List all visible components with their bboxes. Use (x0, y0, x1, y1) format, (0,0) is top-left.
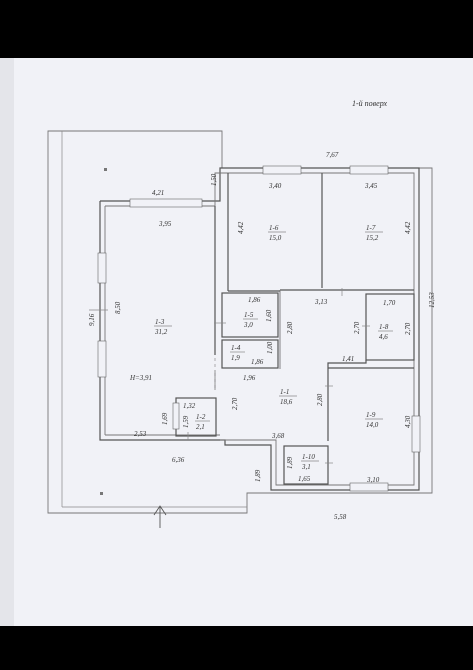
room-1-3-area: 31,2 (154, 328, 168, 336)
room-1-6-area: 15,0 (269, 234, 282, 242)
dim-side-total-left: 9,16 (88, 313, 96, 326)
dim-room5-width: 1,86 (248, 296, 261, 304)
dim-room1-notch: 1,96 (243, 374, 256, 382)
dim-room2-width: 1,32 (183, 402, 196, 410)
room-1-9-area: 14,0 (366, 421, 379, 429)
dim-room1-mid: 2,70 (353, 321, 361, 334)
room-1-8-id: 1-8 (379, 323, 389, 331)
room-1-7-id: 1-7 (366, 224, 376, 232)
window (411, 415, 421, 453)
dim-room7-depth: 4,42 (404, 221, 412, 234)
house-inner-outline (105, 172, 415, 486)
dim-room3-depth: 8,50 (114, 301, 122, 314)
room-1-3-height: H=3,91 (129, 374, 152, 382)
dim-room10-depth: 1,89 (286, 456, 294, 469)
dim-bottom-porch-depth: 1,89 (254, 469, 262, 482)
dim-room3-width: 3,95 (158, 220, 172, 228)
room-1-1-area: 18,6 (280, 398, 293, 406)
dim-side-total-right: 12,53 (428, 292, 436, 308)
entrance-arrowhead (153, 505, 167, 516)
dim-room3-step: 1,69 (161, 412, 169, 425)
dim-room1-right: 2,80 (316, 393, 324, 406)
dim-top-total: 7,67 (326, 151, 339, 159)
dim-bottom-porch: 6,36 (172, 456, 185, 464)
dim-room7-width: 3,45 (364, 182, 378, 190)
room-1-9-id: 1-9 (366, 411, 376, 419)
room-1-2-id: 1-2 (196, 413, 206, 421)
room-1-5-area: 3,0 (243, 321, 253, 329)
dim-room1-upper-depth: 2,80 (286, 321, 294, 334)
room-1-8-area: 4,6 (379, 333, 388, 341)
window (349, 482, 389, 492)
dim-porch-depth: 1,50 (210, 173, 218, 186)
dim-room9-depth: 4,30 (404, 415, 412, 428)
dim-porch-width: 4,21 (152, 189, 164, 197)
room-1-4-id: 1-4 (231, 344, 241, 352)
room-1-7-area: 15,2 (366, 234, 379, 242)
dim-bottom-total: 5,58 (334, 513, 347, 521)
dim-room9-width: 3,10 (366, 476, 380, 484)
room-1-4-area: 1,9 (231, 354, 240, 362)
column-mark (104, 168, 107, 171)
dim-room4-width: 1,86 (251, 358, 264, 366)
window (172, 402, 180, 430)
window (97, 252, 107, 284)
window (349, 165, 389, 175)
terrace-outline (47, 130, 433, 514)
dim-room5-depth: 1,60 (265, 309, 273, 322)
wall-1-9 (327, 360, 367, 441)
floor-title: 1-й поверх (352, 99, 388, 108)
dim-room6-depth: 4,42 (237, 221, 245, 234)
floor-plan-diagram: 1-й поверх 1-6 (0, 58, 436, 626)
room-1-3-id: 1-3 (155, 318, 165, 326)
room-1-10-walls (283, 445, 329, 485)
room-1-2-area: 2,1 (196, 423, 205, 431)
window (129, 198, 203, 208)
dim-room8-depth: 2,70 (404, 322, 412, 335)
dim-room8-width: 1,70 (383, 299, 396, 307)
plan-sheet: 1-й поверх 1-6 (0, 58, 473, 626)
room-1-10-area: 3,1 (301, 463, 311, 471)
room-1-6-id: 1-6 (269, 224, 279, 232)
dim-room4-depth: 1,00 (266, 341, 274, 354)
room-1-5-id: 1-5 (244, 311, 254, 319)
window (262, 165, 302, 175)
column-mark (100, 492, 103, 495)
dim-room2-depth: 1,59 (182, 415, 190, 428)
dim-room9-step: 1,41 (342, 355, 354, 363)
dim-room10-width: 1,65 (298, 475, 311, 483)
dim-room6-width: 3,40 (268, 182, 282, 190)
dim-room1-bottom: 3,68 (271, 432, 285, 440)
window (97, 340, 107, 378)
dim-corridor-width: 3,13 (314, 298, 328, 306)
house-outline (99, 167, 420, 491)
dim-room3-bottom: 2,53 (134, 430, 147, 438)
sheet-shadow-left (0, 58, 14, 626)
room-1-1-id: 1-1 (280, 388, 289, 396)
room-1-5-walls (221, 292, 279, 338)
room-1-8-walls (365, 293, 415, 361)
room-1-10-id: 1-10 (302, 453, 315, 461)
dim-room1-left: 2,70 (231, 397, 239, 410)
room-1-4-walls (221, 339, 279, 369)
